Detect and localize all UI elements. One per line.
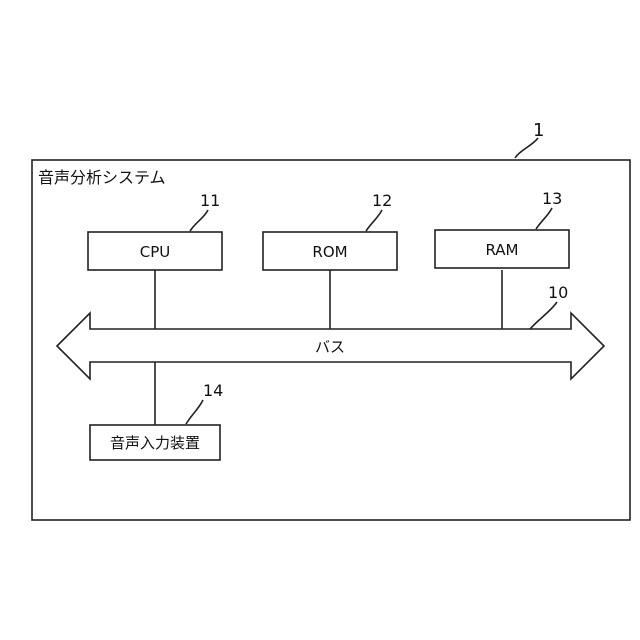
system-ref-leader xyxy=(515,138,538,158)
ram-ref-number: 13 xyxy=(542,189,562,208)
cpu-ref-number: 11 xyxy=(200,191,220,210)
audio-input-label: 音声入力装置 xyxy=(110,434,200,452)
system-title: 音声分析システム xyxy=(38,168,166,187)
ram-label: RAM xyxy=(485,241,518,259)
bus-label: バス xyxy=(315,338,345,356)
rom-ref-number: 12 xyxy=(372,191,392,210)
rom-label: ROM xyxy=(312,243,347,261)
system-ref-number: 1 xyxy=(533,120,544,141)
cpu-label: CPU xyxy=(140,243,171,261)
bus-ref-number: 10 xyxy=(548,283,568,302)
audio-input-ref-number: 14 xyxy=(203,381,223,400)
